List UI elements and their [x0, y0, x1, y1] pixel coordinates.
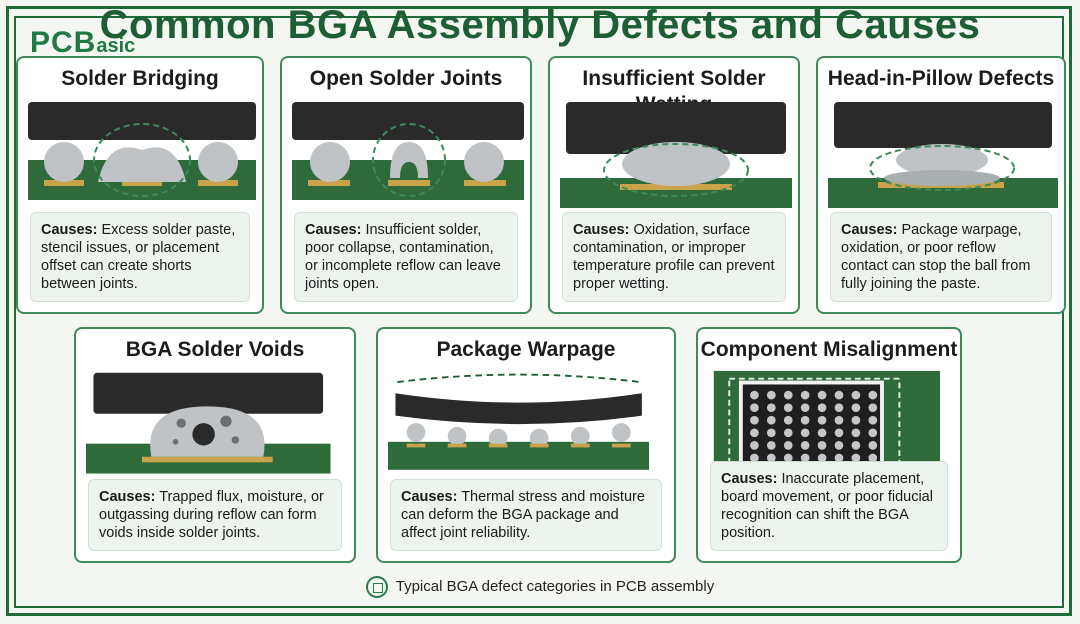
solder-ball	[800, 453, 810, 463]
cause-label: Causes:	[401, 489, 458, 505]
page-title: Common BGA Assembly Defects and Causes	[99, 3, 981, 47]
card-title: Component Misalignment	[700, 338, 958, 361]
brand-logo: PCBasic	[30, 26, 135, 63]
solder-ball	[851, 390, 861, 400]
cause-text: Insufficient solder, poor collapse, cont…	[305, 222, 501, 292]
solder-ball	[817, 428, 827, 438]
solder-ball	[783, 403, 793, 413]
footer-text: Typical BGA defect categories in PCB ass…	[395, 577, 715, 595]
footer-caption: Typical BGA defect categories in PCB ass…	[0, 576, 1080, 598]
solder-ball	[750, 415, 759, 425]
logo-sub: asic	[96, 35, 136, 57]
solder-ball	[783, 390, 793, 400]
solder-ball	[800, 441, 810, 450]
solder-ball	[750, 441, 759, 450]
cause-box: Causes: Inaccurate placement, board move…	[710, 461, 948, 551]
card-title: Open Solder Joints	[309, 67, 503, 90]
cause-box: Causes: Excess solder paste, stencil iss…	[30, 212, 250, 302]
misalignment-illustration	[713, 370, 940, 482]
cause-box: Causes: Thermal stress and moisture can …	[390, 479, 662, 551]
card-title: Package Warpage	[436, 338, 616, 361]
cause-label: Causes:	[41, 222, 98, 238]
card-open-solder-joints: Open Solder Joints Causes: Insufficient …	[280, 56, 532, 314]
solder-ball	[817, 403, 827, 413]
solder-ball	[750, 428, 759, 438]
solder-ball	[766, 403, 776, 413]
solder-ball	[834, 428, 844, 438]
head-in-pillow-illustration	[828, 102, 1058, 208]
solder-ball	[851, 415, 861, 425]
cause-label: Causes:	[305, 222, 362, 238]
voids-illustration	[86, 372, 331, 474]
cause-label: Causes:	[721, 471, 778, 487]
solder-ball	[868, 403, 878, 413]
solder-ball	[766, 390, 776, 400]
cause-text: Inaccurate placement, board movement, or…	[721, 471, 933, 541]
solder-bridging-illustration	[28, 102, 256, 200]
solder-ball	[834, 390, 844, 400]
solder-ball	[783, 441, 793, 450]
solder-ball	[783, 453, 793, 463]
cause-text: Excess solder paste, stencil issues, or …	[41, 222, 236, 292]
card-head-in-pillow: Head-in-Pillow Defects Causes: Package w…	[816, 56, 1066, 314]
solder-ball	[851, 428, 861, 438]
solder-ball	[851, 403, 861, 413]
cause-box: Causes: Trapped flux, moisture, or outga…	[88, 479, 342, 551]
solder-ball	[868, 441, 878, 450]
solder-ball	[783, 415, 793, 425]
cause-text: Package warpage, oxidation, or poor refl…	[841, 222, 1031, 292]
solder-ball	[783, 428, 793, 438]
solder-ball	[800, 428, 810, 438]
open-joints-illustration	[292, 102, 524, 200]
solder-ball	[834, 441, 844, 450]
solder-ball	[750, 390, 759, 400]
cause-box: Causes: Oxidation, surface contamination…	[562, 212, 786, 302]
solder-ball	[851, 453, 861, 463]
solder-ball	[868, 390, 878, 400]
chip-icon	[365, 576, 388, 598]
solder-ball	[817, 390, 827, 400]
cause-label: Causes:	[841, 222, 898, 238]
solder-ball	[800, 390, 810, 400]
solder-ball	[868, 428, 878, 438]
card-package-warpage: Package Warpage Causes: Thermal stress a…	[376, 327, 676, 563]
insufficient-wetting-illustration	[560, 102, 792, 208]
solder-ball	[800, 415, 810, 425]
solder-ball	[766, 453, 776, 463]
solder-ball	[851, 441, 861, 450]
cause-box: Causes: Package warpage, oxidation, or p…	[830, 212, 1052, 302]
solder-ball	[766, 415, 776, 425]
card-title: BGA Solder Voids	[125, 338, 305, 361]
logo-main: PCB	[30, 26, 97, 59]
cause-text: Oxidation, surface contamination, or imp…	[573, 222, 775, 292]
card-solder-bridging: Solder Bridging Causes: Excess solder pa…	[16, 56, 264, 314]
card-title: Head-in-Pillow Defects	[827, 67, 1055, 90]
card-component-misalignment: Component Misalignment Causes: Inaccurat…	[696, 327, 962, 563]
cause-text: Trapped flux, moisture, or outgassing du…	[99, 489, 324, 541]
solder-ball	[766, 428, 776, 438]
solder-ball	[817, 453, 827, 463]
cause-box: Causes: Insufficient solder, poor collap…	[294, 212, 518, 302]
solder-ball	[766, 441, 776, 450]
outer-frame	[6, 6, 1072, 616]
solder-ball	[750, 453, 759, 463]
solder-ball	[800, 403, 810, 413]
solder-ball	[834, 415, 844, 425]
solder-ball	[817, 441, 827, 450]
cause-label: Causes:	[573, 222, 630, 238]
solder-ball	[834, 453, 844, 463]
card-bga-voids: BGA Solder Voids Causes: Trapped flux, m…	[74, 327, 356, 563]
cause-label: Causes:	[99, 489, 156, 505]
solder-ball	[834, 403, 844, 413]
solder-ball	[750, 403, 759, 413]
solder-ball	[817, 415, 827, 425]
solder-ball	[868, 415, 878, 425]
card-insufficient-wetting: Insufficient Solder Wetting Causes: Oxid…	[548, 56, 800, 314]
warpage-illustration	[388, 373, 650, 470]
cause-text: Thermal stress and moisture can deform t…	[401, 489, 645, 541]
card-title: Solder Bridging	[61, 67, 219, 90]
solder-ball	[868, 453, 878, 463]
